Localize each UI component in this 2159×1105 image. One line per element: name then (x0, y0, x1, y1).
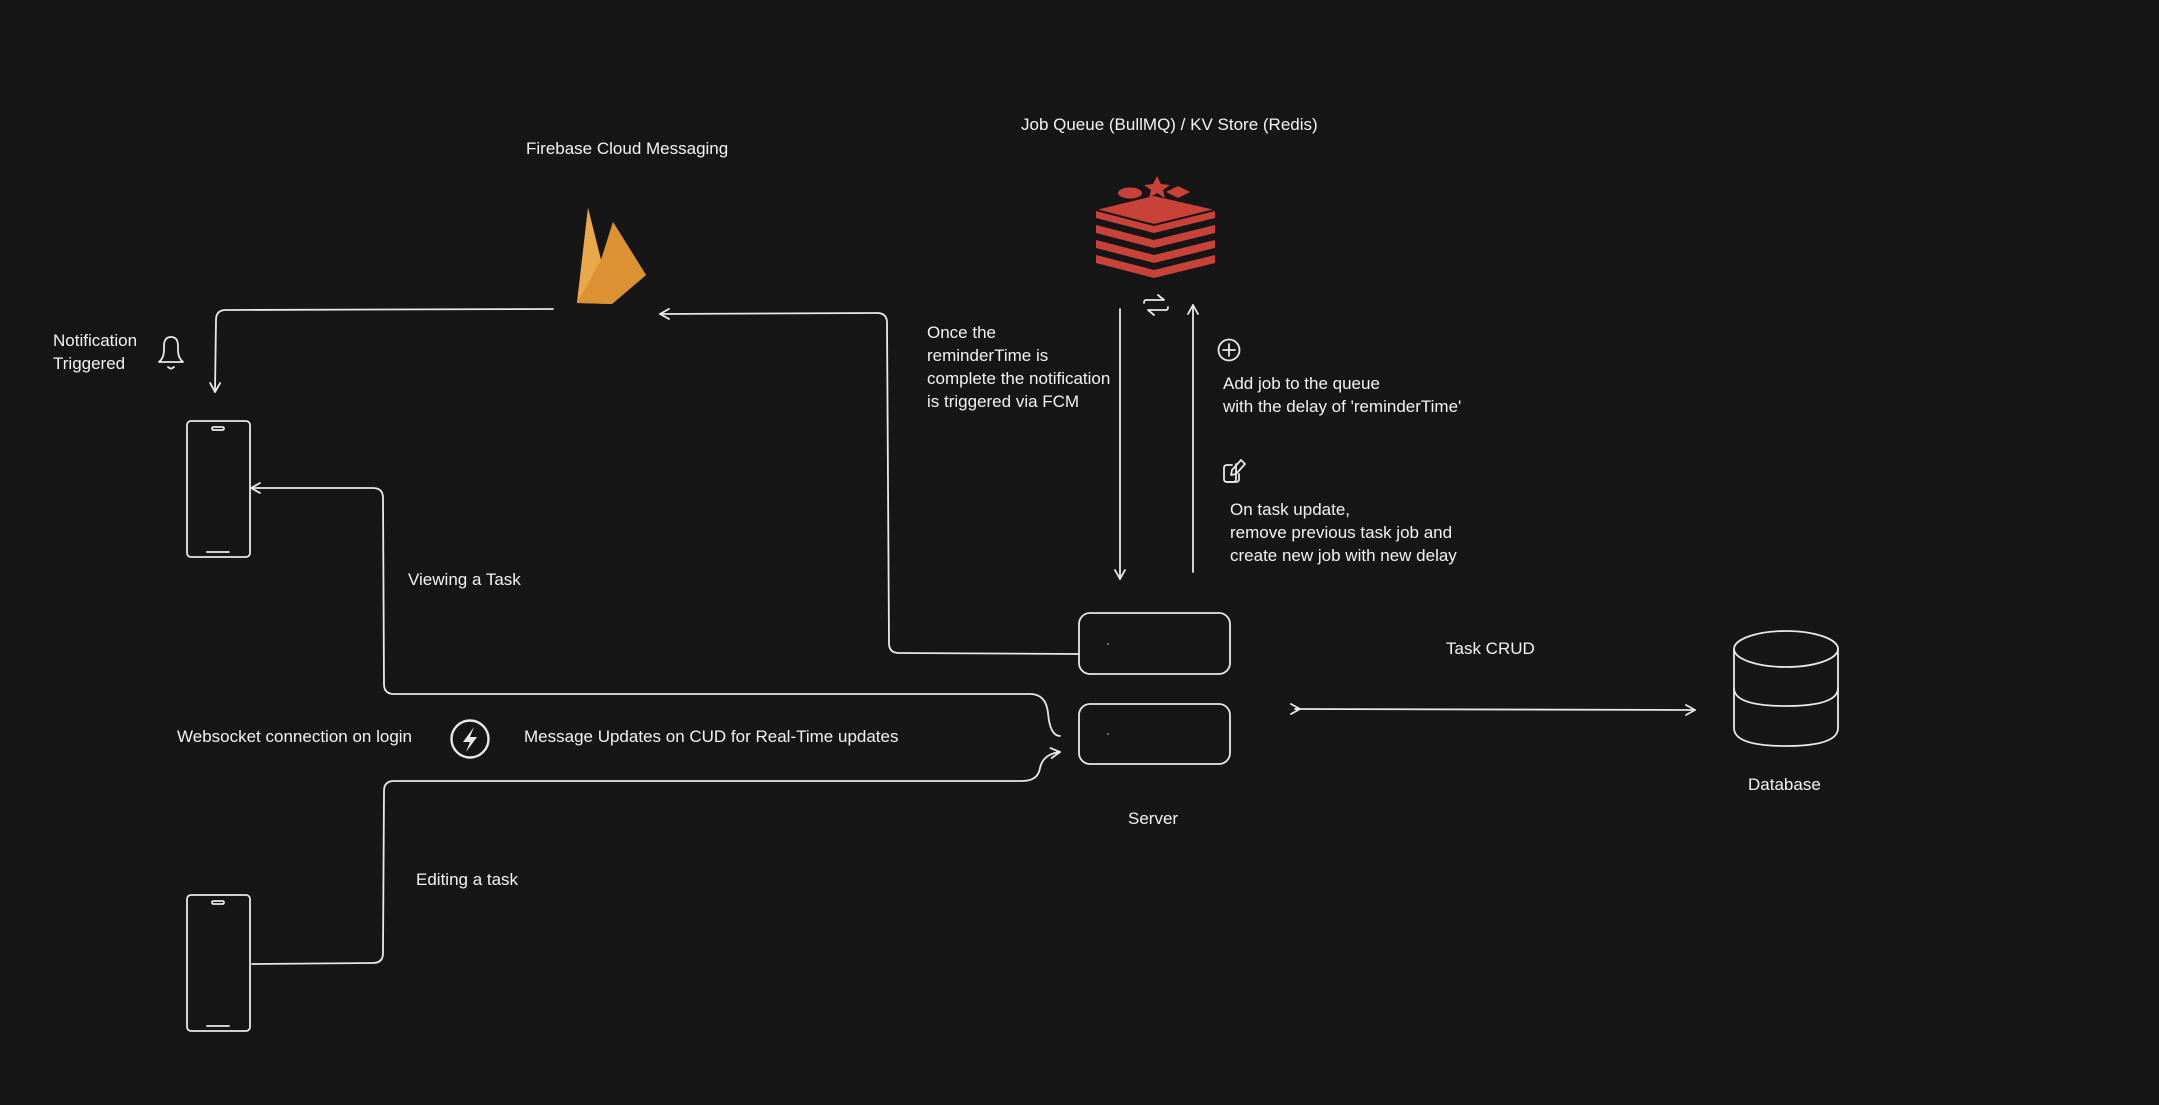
viewing-label: Viewing a Task (408, 570, 521, 589)
add-job-label: Add job to the queue with the delay of '… (1223, 374, 1462, 416)
plus-circle-icon (1217, 338, 1241, 362)
sync-arrows-icon (1143, 294, 1169, 316)
server-dot-bottom (1107, 733, 1109, 735)
phone-top (186, 420, 251, 558)
arrow-task-crud (1295, 704, 1696, 716)
database-label: Database (1748, 775, 1821, 794)
firebase-logo (577, 208, 646, 304)
server-dot-top (1107, 643, 1109, 645)
editing-label: Editing a task (416, 870, 519, 889)
arrow-phone-bottom-to-server (251, 747, 1061, 965)
reminder-label: Once the reminderTime is complete the no… (927, 323, 1111, 411)
database-icon (1733, 630, 1839, 747)
fcm-label: Firebase Cloud Messaging (526, 139, 729, 158)
task-update-label: On task update, remove previous task job… (1230, 500, 1457, 565)
websocket-label: Websocket connection on login (177, 727, 413, 746)
arrow-server-to-phone-top (250, 482, 1061, 737)
task-crud-label: Task CRUD (1446, 639, 1535, 658)
server-box-bottom (1078, 703, 1231, 765)
redis-logo (1095, 176, 1216, 278)
edit-icon (1223, 459, 1246, 483)
phone-bottom (186, 894, 251, 1032)
message-updates-label: Message Updates on CUD for Real-Time upd… (524, 727, 899, 746)
server-label: Server (1128, 809, 1179, 828)
server-box-top (1078, 612, 1231, 675)
queue-label: Job Queue (BullMQ) / KV Store (Redis) (1021, 115, 1318, 134)
arrow-server-to-fcm (659, 308, 1079, 655)
socketio-icon (450, 719, 490, 759)
notification-label: Notification Triggered (53, 331, 138, 373)
bell-icon (158, 336, 184, 370)
arrow-fcm-to-phone (209, 308, 554, 393)
